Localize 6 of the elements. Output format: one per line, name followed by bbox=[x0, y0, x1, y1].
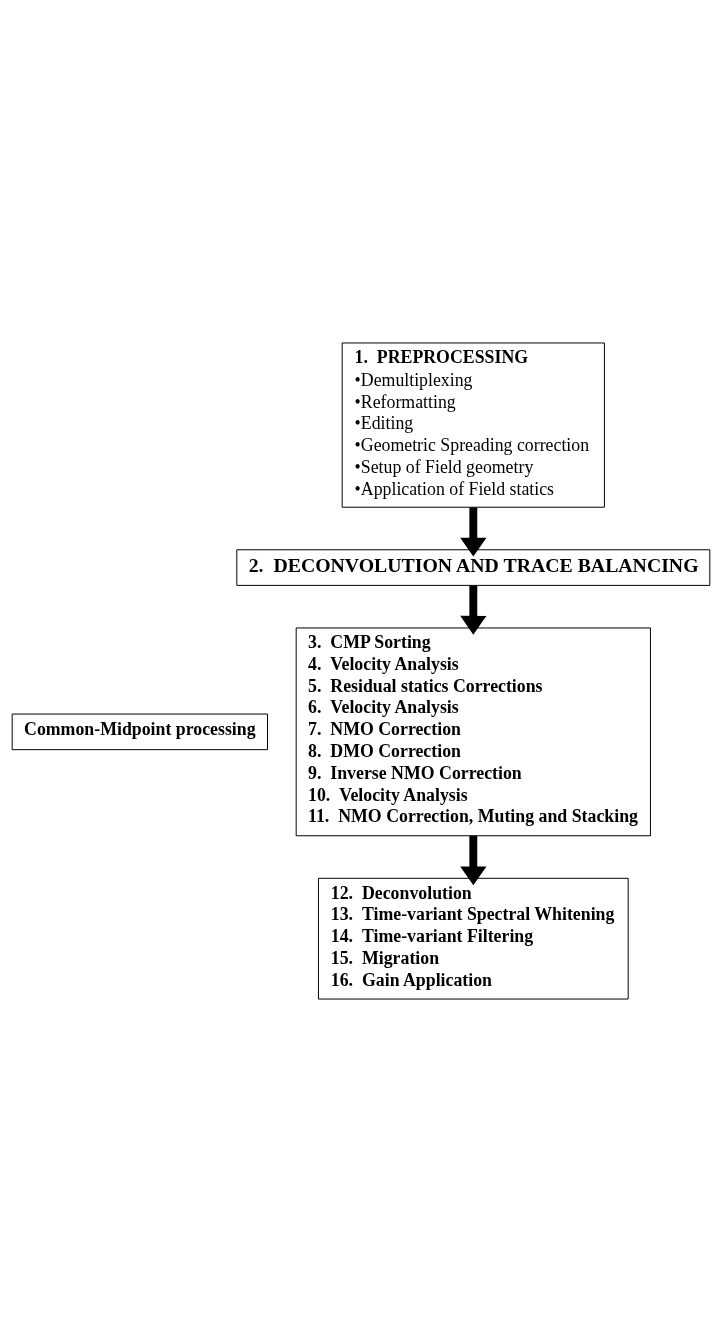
node-box: 3. CMP Sorting 4. Velocity Analysis 5. Residual statics Corrections 6. Velocity Analysis 7. NMO Correction 8. DMO Correction 9. Inverse NMO Correction 10. Velocity Analysis 11. NMO Correction, Muting and Stacking bbox=[295, 627, 651, 837]
node-box: 2. DECONVOLUTION AND TRACE BALANCING bbox=[236, 549, 711, 586]
node-box: 12. Deconvolution 13. Time-variant Spectral Whitening 14. Time-variant Filtering 15. Migration 16. Gain Application bbox=[317, 877, 629, 1000]
arrow bbox=[460, 585, 487, 635]
node-box: 1. PREPROCESSING •Demultiplexing •Reformatting •Editing •Geometric Spreading correction •Setup of Field geometry •Application of Field statics bbox=[341, 342, 605, 508]
node-box: Common-Midpoint processing bbox=[11, 713, 268, 751]
